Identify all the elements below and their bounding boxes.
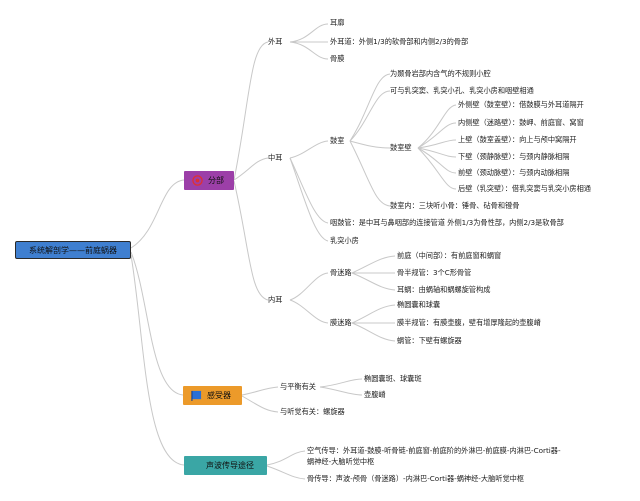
node-semicircular-canals[interactable]: 骨半规管：3个C形骨管 (397, 268, 472, 277)
node-wall-medial[interactable]: 内侧壁（迷路壁）：鼓岬、前庭窗、窝窗 (458, 118, 584, 127)
node-mastoid[interactable]: 乳突小房 (330, 236, 359, 245)
node-cochlear-duct[interactable]: 蜗管：下壁有螺旋器 (397, 336, 462, 345)
node-eustachian-tube[interactable]: 咽鼓管：是中耳与鼻咽部的连接管道 外侧1/3为骨性部，内侧2/3是软骨部 (330, 218, 564, 227)
node-wall-posterior[interactable]: 后壁（乳突壁）：借乳突窦与乳突小房相通 (458, 184, 591, 193)
node-tympanic-cavity[interactable]: 鼓室 (330, 136, 345, 145)
node-external-canal[interactable]: 外耳道：外侧1/3的软骨部和内侧2/3的骨部 (330, 37, 469, 46)
connector-root-receptor (130, 251, 184, 396)
node-inner-ear[interactable]: 内耳 (268, 295, 283, 304)
branch-label: 感受器 (207, 391, 231, 400)
target-icon (192, 175, 203, 186)
branch-label: 声波传导途径 (206, 461, 254, 470)
node-tympanic-walls[interactable]: 鼓室壁 (390, 143, 412, 152)
node-wall-anterior[interactable]: 前壁（颈动脉壁）：与颈内动脉相隔 (458, 168, 570, 177)
node-vestibule[interactable]: 前庭（中间部）：有前庭窗和蜗窗 (397, 251, 502, 260)
node-tympanic-connect[interactable]: 可与乳突窦、乳突小孔、乳突小房和咽壁相通 (390, 86, 534, 95)
node-bone-conduction[interactable]: 骨传导：声波-颅骨（骨迷路）-内淋巴-Corti器-蜗神经-大脑听觉中枢 (307, 474, 525, 483)
node-semicircular-ducts[interactable]: 膜半规管：有膜壶腹，壁有增厚隆起的壶腹嵴 (397, 318, 541, 327)
branch-receptor[interactable]: 感受器 (183, 386, 242, 405)
node-ossicles[interactable]: 鼓室内：三块听小骨：锤骨、砧骨和镫骨 (390, 201, 520, 210)
connector-root-sound (130, 254, 185, 466)
node-membranous-labyrinth[interactable]: 膜迷路 (330, 318, 352, 327)
connector-division-inner (233, 180, 269, 301)
node-crista[interactable]: 壶腹嵴 (364, 390, 386, 399)
node-eardrum[interactable]: 骨膜 (330, 54, 345, 63)
root-topic[interactable]: 系统解剖学——前庭蜗器 (15, 241, 131, 259)
node-middle-ear[interactable]: 中耳 (268, 153, 283, 162)
connector-division-outer (233, 41, 269, 181)
flag-icon (191, 390, 202, 401)
branch-label: 分部 (208, 176, 224, 185)
connector-division-middle (233, 157, 269, 181)
node-wall-lateral[interactable]: 外侧壁（鼓室壁）：借鼓膜与外耳道隔开 (458, 100, 584, 109)
branch-sound-conduction[interactable]: 声波传导途径 (184, 456, 267, 475)
node-air-conduction[interactable]: 空气传导：外耳道-鼓膜-听骨链-前庭窗-前庭阶的外淋巴-前庭膜-内淋巴-Cort… (307, 446, 561, 455)
node-hearing[interactable]: 与听觉有关：螺旋器 (280, 407, 345, 416)
branch-division[interactable]: 分部 (184, 171, 234, 190)
node-auricle[interactable]: 耳廓 (330, 18, 345, 27)
node-balance[interactable]: 与平衡有关 (280, 382, 316, 391)
node-wall-inferior[interactable]: 下壁（颈静脉壁）：与颈内静脉相隔 (458, 152, 570, 161)
node-bony-labyrinth[interactable]: 骨迷路 (330, 268, 352, 277)
node-maculae[interactable]: 椭圆囊斑、球囊斑 (364, 374, 422, 383)
node-tympanic-desc[interactable]: 为颞骨岩部内含气的不规则小腔 (390, 69, 491, 78)
node-wall-superior[interactable]: 上壁（鼓室盖壁）：向上与颅中窝隔开 (458, 135, 577, 144)
node-outer-ear[interactable]: 外耳 (268, 37, 283, 46)
node-utricle-saccule[interactable]: 椭圆囊和球囊 (397, 300, 441, 309)
node-cochlea[interactable]: 耳蜗：由蜗轴和蜗螺旋管构成 (397, 285, 491, 294)
node-air-conduction-cont: 蜗神经-大脑听觉中枢 (307, 457, 375, 466)
connector-root-division (130, 179, 185, 249)
